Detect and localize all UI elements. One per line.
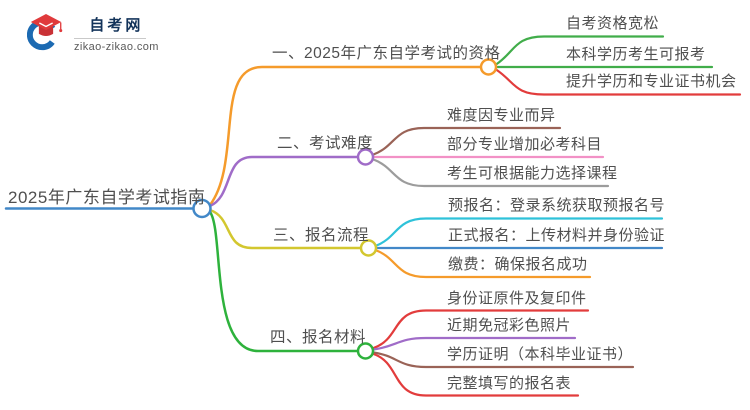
- branch-3-node-circle: [359, 239, 378, 257]
- leaf-2-1-label: 难度因专业而异: [447, 107, 556, 124]
- leaf-4-1-label: 身份证原件及复印件: [447, 290, 587, 307]
- leaf-4-3-connector: [372, 351, 635, 369]
- branch-3-label: 三、报名流程: [273, 227, 370, 244]
- leaf-1-1-connector: [494, 35, 665, 66]
- leaf-2-3-connector: [372, 158, 610, 188]
- leaf-4-2-connector: [372, 336, 577, 351]
- leaf-4-4-connector: [372, 352, 580, 397]
- branch-4-label: 四、报名材料: [270, 329, 367, 346]
- leaf-1-3-connector: [494, 68, 742, 96]
- leaf-3-2-label: 正式报名：上传材料并身份验证: [448, 227, 666, 244]
- branch-3-connector: [208, 208, 362, 250]
- logo-domain: zikao-zikao.com: [74, 41, 159, 53]
- branch-2-node-circle: [356, 148, 375, 166]
- leaf-3-1-label: 预报名：登录系统获取预报名号: [448, 197, 666, 214]
- leaf-3-3-label: 缴费：确保报名成功: [448, 256, 588, 273]
- leaf-1-1-label: 自考资格宽松: [566, 15, 660, 32]
- root-label: 2025年广东自学考试指南: [8, 188, 206, 207]
- logo-title: 自考网: [89, 17, 144, 34]
- branch-1-label: 一、2025年广东自学考试的资格: [272, 45, 501, 62]
- leaf-2-3-label: 考生可根据能力选择课程: [447, 165, 618, 182]
- leaf-1-3-label: 提升学历和专业证书机会: [566, 73, 737, 90]
- branch-4-node-circle: [356, 342, 375, 360]
- leaf-1-2-label: 本科学历考生可报考: [566, 46, 706, 63]
- branch-2-label: 二、考试难度: [277, 135, 374, 152]
- graduation-cap-icon: [27, 13, 63, 51]
- leaf-2-2-label: 部分专业增加必考科目: [447, 136, 603, 153]
- leaf-4-2-label: 近期免冠彩色照片: [447, 317, 572, 334]
- leaf-3-3-connector: [375, 249, 592, 279]
- leaf-2-1-connector: [372, 126, 562, 156]
- root-node-circle: [192, 198, 212, 219]
- branch-1-node-circle: [479, 58, 498, 76]
- logo-divider: [74, 38, 146, 39]
- leaf-3-1-connector: [375, 217, 664, 247]
- logo: 自考网 zikao-zikao.com: [27, 12, 159, 53]
- branch-2-connector: [208, 155, 359, 208]
- leaf-4-3-label: 学历证明（本科毕业证书）: [447, 346, 634, 363]
- leaf-4-4-label: 完整填写的报名表: [447, 375, 572, 392]
- branch-1-connector: [208, 65, 482, 207]
- leaf-4-1-connector: [372, 309, 590, 350]
- branch-4-connector: [208, 210, 359, 353]
